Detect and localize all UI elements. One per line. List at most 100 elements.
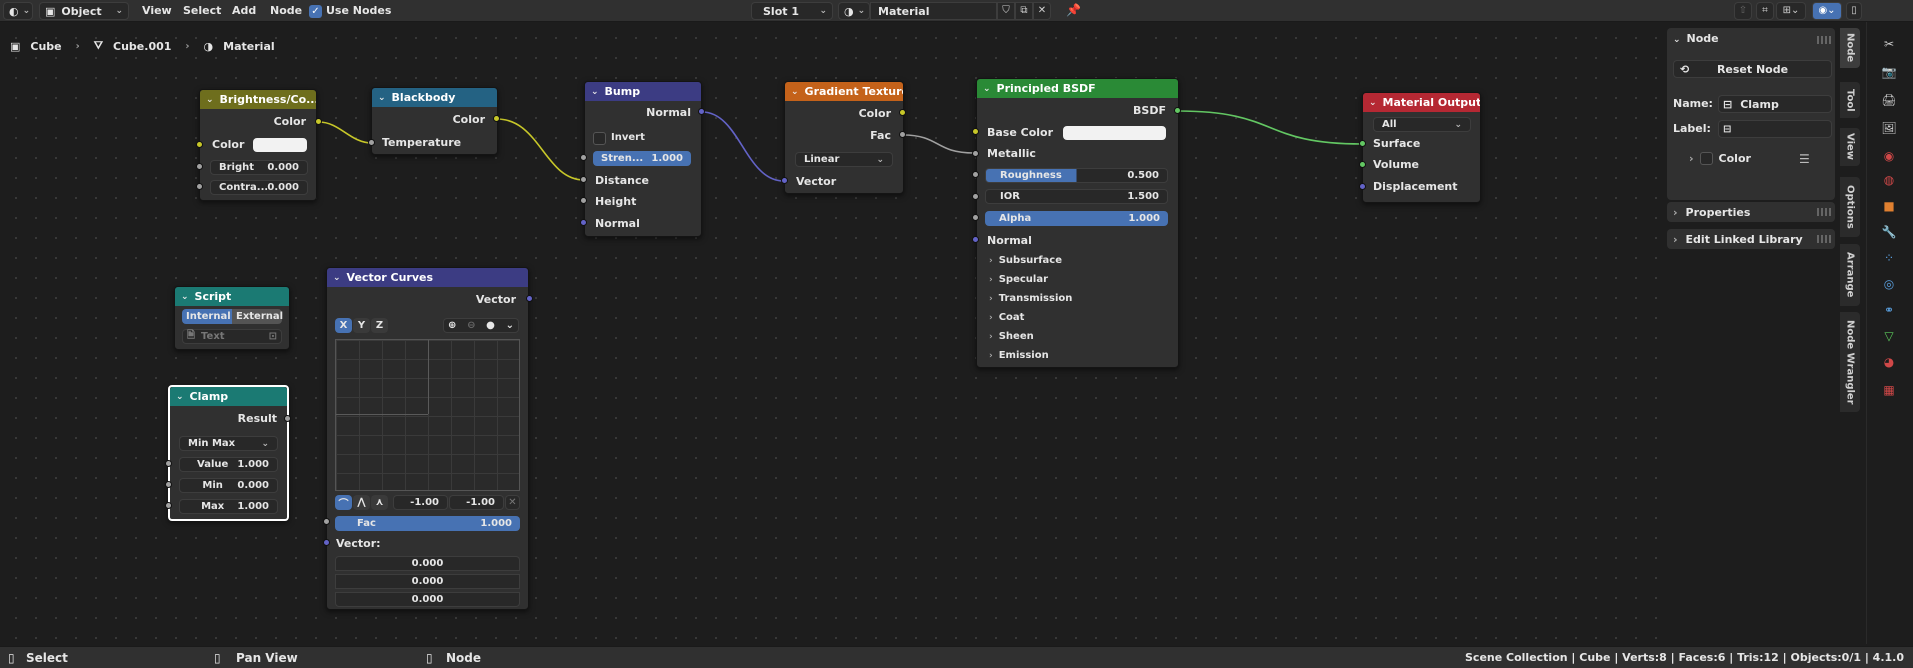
- curve-handle-free-icon[interactable]: ⋏: [371, 495, 388, 510]
- socket-out-color[interactable]: [493, 115, 500, 122]
- socket-in-fac[interactable]: [323, 518, 330, 525]
- duplicate-material-icon[interactable]: ⧉: [1015, 2, 1033, 20]
- menu-view[interactable]: View: [142, 4, 172, 17]
- node-vector-curves[interactable]: ⌄Vector Curves Vector X Y Z ⊕⊖●⌄ ⌒ ⋀ ⋏ -…: [326, 267, 529, 610]
- collapse-triangle-icon[interactable]: ⌄: [1369, 97, 1377, 108]
- panel-coat[interactable]: ›Coat: [989, 312, 1024, 323]
- scene-icon[interactable]: ◉: [1883, 149, 1895, 163]
- properties-panel[interactable]: ›Properties: [1667, 202, 1835, 222]
- node-header[interactable]: ⌄Principled BSDF: [977, 79, 1178, 98]
- socket-out-color[interactable]: [315, 118, 322, 125]
- color-swatch[interactable]: [253, 138, 307, 152]
- zoom-in-icon[interactable]: ⊕: [448, 320, 457, 331]
- unlink-close-icon[interactable]: ✕: [1033, 2, 1051, 20]
- tab-node[interactable]: Node: [1840, 28, 1860, 68]
- edit-linked-library-panel[interactable]: ›Edit Linked Library: [1667, 229, 1835, 249]
- node-header[interactable]: ⌄Material Output: [1363, 93, 1480, 112]
- node-header[interactable]: ⌄Clamp: [170, 387, 287, 406]
- panel-specular[interactable]: ›Specular: [989, 274, 1048, 285]
- gradient-type-dropdown[interactable]: Linear⌄: [795, 152, 893, 167]
- drag-handle-icon[interactable]: [1817, 36, 1831, 44]
- properties-header[interactable]: ›Properties: [1673, 206, 1750, 219]
- snap-target-dropdown[interactable]: ⊞⌄: [1776, 2, 1806, 20]
- socket-in-roughness[interactable]: [972, 171, 979, 178]
- node-principled-bsdf[interactable]: ⌄Principled BSDF BSDF Base Color Metalli…: [976, 78, 1179, 368]
- slot-dropdown[interactable]: Slot 1⌄: [751, 2, 833, 20]
- socket-in-temperature[interactable]: [368, 139, 375, 146]
- modifier-wrench-icon[interactable]: 🔧: [1881, 225, 1897, 239]
- node-material-output[interactable]: ⌄Material Output All⌄ Surface Volume Dis…: [1362, 92, 1481, 203]
- curve-graph[interactable]: [335, 339, 520, 491]
- use-nodes-toggle[interactable]: ✓Use Nodes: [309, 3, 391, 19]
- panel-emission[interactable]: ›Emission: [989, 350, 1049, 361]
- color-subpanel[interactable]: ›Color: [1689, 152, 1751, 165]
- collapse-triangle-icon[interactable]: ⌄: [791, 86, 799, 97]
- channel-y-button[interactable]: Y: [353, 318, 370, 333]
- socket-in-volume[interactable]: [1359, 161, 1366, 168]
- overlays-toggle-icon[interactable]: ◉⌄: [1812, 2, 1842, 20]
- contrast-field[interactable]: Contra...0.000: [210, 180, 308, 195]
- render-icon[interactable]: 📷: [1881, 65, 1897, 79]
- socket-in-displacement[interactable]: [1359, 183, 1366, 190]
- texture-checker-icon[interactable]: ▦: [1883, 383, 1895, 397]
- mode-external-button[interactable]: External: [232, 309, 283, 324]
- node-header[interactable]: ⌄Script: [175, 287, 289, 306]
- mesh-data-icon[interactable]: ▽: [1884, 329, 1894, 343]
- particles-icon[interactable]: ⁘: [1883, 251, 1895, 265]
- tool-icon[interactable]: ✂: [1883, 37, 1895, 51]
- mode-internal-button[interactable]: Internal: [182, 309, 232, 324]
- node-label-field[interactable]: ⊟: [1718, 120, 1832, 138]
- reset-node-button[interactable]: ⟲Reset Node: [1673, 60, 1832, 78]
- text-datablock-field[interactable]: 🗎Text⊡: [182, 329, 282, 344]
- channel-x-button[interactable]: X: [335, 318, 352, 333]
- delete-point-icon[interactable]: ✕: [505, 495, 520, 510]
- invert-checkbox[interactable]: Invert: [593, 130, 645, 146]
- node-gradient-texture[interactable]: ⌄Gradient Texture Color Fac Linear⌄ Vect…: [784, 81, 904, 194]
- socket-out-fac[interactable]: [899, 131, 906, 138]
- socket-out-color[interactable]: [899, 109, 906, 116]
- output-target-dropdown[interactable]: All⌄: [1373, 117, 1471, 132]
- collapse-triangle-icon[interactable]: ⌄: [591, 86, 599, 97]
- collapse-triangle-icon[interactable]: ⌄: [378, 92, 386, 103]
- node-header[interactable]: ⌄Vector Curves: [327, 268, 528, 287]
- curve-handle-auto-icon[interactable]: ⌒: [335, 495, 352, 510]
- material-browse-button[interactable]: ◑⌄: [838, 2, 870, 20]
- socket-in-surface[interactable]: [1359, 140, 1366, 147]
- chevron-down-icon[interactable]: ⌄: [505, 320, 514, 331]
- view-layer-icon[interactable]: 🖼: [1881, 121, 1897, 135]
- clip-min-field[interactable]: -1.00: [393, 495, 448, 510]
- tab-view[interactable]: View: [1840, 128, 1860, 166]
- strength-field[interactable]: Stren...1.000: [593, 151, 691, 166]
- menu-select[interactable]: Select: [183, 4, 222, 17]
- sidebar-toggle-icon[interactable]: ▯: [1846, 2, 1862, 20]
- channel-z-button[interactable]: Z: [371, 318, 388, 333]
- collapse-triangle-icon[interactable]: ⌄: [983, 83, 991, 94]
- socket-out-bsdf[interactable]: [1174, 107, 1181, 114]
- vector-y-field[interactable]: 0.000: [335, 574, 520, 589]
- collapse-triangle-icon[interactable]: ⌄: [206, 94, 214, 105]
- curve-handle-vector-icon[interactable]: ⋀: [353, 495, 370, 510]
- socket-in-min[interactable]: [165, 481, 172, 488]
- socket-out-result[interactable]: [284, 415, 291, 422]
- socket-in-height[interactable]: [580, 197, 587, 204]
- socket-in-normal[interactable]: [580, 219, 587, 226]
- socket-in-color[interactable]: [196, 141, 203, 148]
- node-script[interactable]: ⌄Script Internal External 🗎Text⊡: [174, 286, 290, 350]
- drag-handle-icon[interactable]: [1817, 208, 1831, 216]
- parent-node-tree-icon[interactable]: ⇧: [1734, 2, 1752, 20]
- output-icon[interactable]: 🖨: [1881, 93, 1897, 107]
- object-icon[interactable]: ■: [1883, 199, 1895, 213]
- menu-node[interactable]: Node: [270, 4, 303, 17]
- node-header[interactable]: ⌄Bump: [585, 82, 701, 101]
- editor-type-button[interactable]: ◐⌄: [3, 2, 33, 20]
- material-icon[interactable]: ◕: [1883, 355, 1895, 369]
- world-icon[interactable]: ◍: [1883, 173, 1895, 187]
- socket-in-base-color[interactable]: [972, 128, 979, 135]
